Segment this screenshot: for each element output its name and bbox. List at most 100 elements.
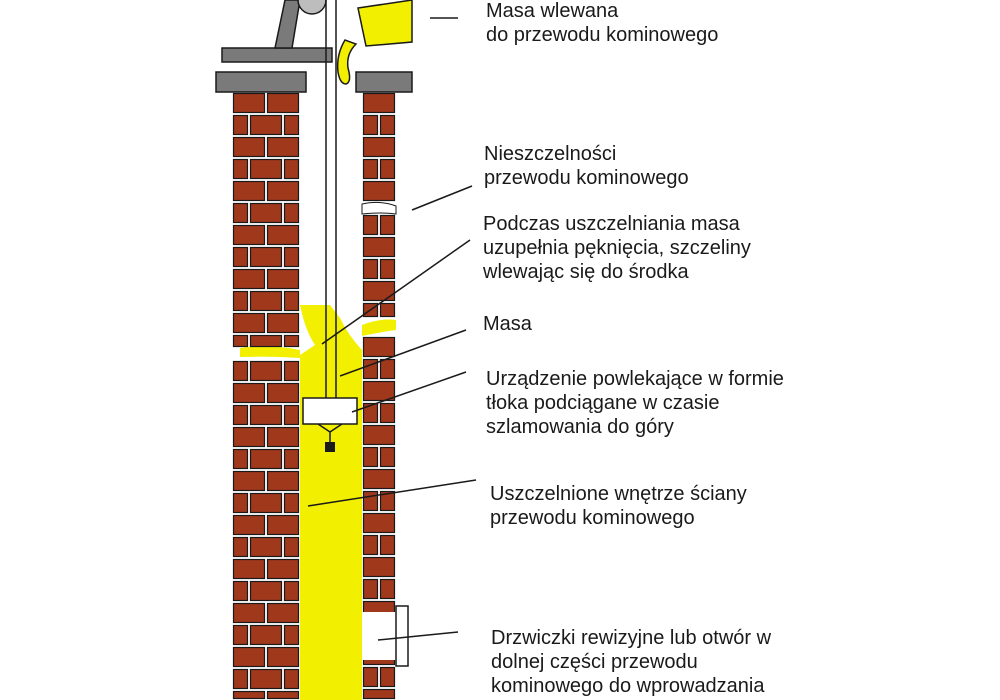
brick <box>232 92 266 114</box>
brick <box>266 470 300 492</box>
weight <box>325 442 335 452</box>
brick <box>379 578 396 600</box>
brick <box>232 202 249 224</box>
brick <box>379 446 396 468</box>
cap-left <box>215 71 307 93</box>
piston <box>302 397 358 425</box>
brick <box>362 280 396 302</box>
brick <box>249 360 283 382</box>
brick <box>232 312 266 334</box>
brick <box>283 290 300 312</box>
brick <box>249 404 283 426</box>
pulley <box>297 0 327 15</box>
brick <box>283 114 300 136</box>
leader-line <box>339 329 467 377</box>
coating-device <box>221 0 413 667</box>
brick <box>362 136 396 158</box>
brick <box>379 258 396 280</box>
brick <box>362 490 379 512</box>
brick <box>232 382 266 404</box>
brick <box>283 624 300 646</box>
brick <box>362 158 379 180</box>
brick <box>232 334 249 348</box>
brick <box>232 246 249 268</box>
brick <box>249 580 283 602</box>
chimney-walls <box>215 71 413 700</box>
brick <box>283 334 300 348</box>
support-base <box>221 47 333 63</box>
brick <box>232 690 266 700</box>
brick <box>266 224 300 246</box>
brick <box>266 558 300 580</box>
brick <box>266 136 300 158</box>
brick <box>283 158 300 180</box>
brick <box>362 402 379 424</box>
brick <box>362 468 396 490</box>
brick <box>379 114 396 136</box>
brick <box>362 424 396 446</box>
brick <box>362 258 379 280</box>
leader-line <box>321 239 471 345</box>
leader-line <box>351 371 467 413</box>
label-uszczelnione: Uszczelnione wnętrze ściany przewodu kom… <box>490 483 747 529</box>
brick <box>232 668 249 690</box>
brick <box>362 336 396 358</box>
brick <box>283 536 300 558</box>
brick <box>379 402 396 424</box>
label-drzwiczki: Drzwiczki rewizyjne lub otwór w dolnej c… <box>491 627 772 697</box>
brick <box>283 360 300 382</box>
brick <box>283 246 300 268</box>
door-opening <box>362 612 396 660</box>
brick <box>362 380 396 402</box>
brick <box>232 470 266 492</box>
brick <box>283 580 300 602</box>
brick <box>379 358 396 380</box>
brick <box>362 666 379 688</box>
brick <box>379 666 396 688</box>
brick <box>232 492 249 514</box>
label-podczas-uszczelniania: Podczas uszczelniania masa uzupełnia pęk… <box>483 213 751 283</box>
brick <box>379 214 396 236</box>
brick <box>232 448 249 470</box>
brick <box>232 514 266 536</box>
leader-line <box>377 631 459 641</box>
brick <box>232 536 249 558</box>
brick <box>232 136 266 158</box>
brick <box>249 448 283 470</box>
brick <box>266 514 300 536</box>
brick <box>249 158 283 180</box>
brick <box>232 158 249 180</box>
brick <box>232 180 266 202</box>
brick <box>266 426 300 448</box>
brick <box>232 404 249 426</box>
brick <box>249 290 283 312</box>
brick <box>362 92 396 114</box>
brick <box>232 624 249 646</box>
brick <box>266 382 300 404</box>
brick <box>266 92 300 114</box>
brick <box>379 534 396 556</box>
brick <box>283 668 300 690</box>
brick <box>249 202 283 224</box>
sealant-crack-left <box>240 346 300 358</box>
brick <box>379 302 396 318</box>
brick <box>232 580 249 602</box>
support-post <box>274 0 301 49</box>
label-masa: Masa <box>483 313 532 335</box>
funnel <box>357 0 413 47</box>
label-urzadzenie: Urządzenie powlekające w formie tłoka po… <box>486 368 784 438</box>
brick <box>249 536 283 558</box>
brick <box>266 646 300 668</box>
brick <box>283 492 300 514</box>
brick <box>362 578 379 600</box>
brick <box>362 114 379 136</box>
brick <box>283 202 300 224</box>
brick <box>266 602 300 624</box>
brick <box>232 360 249 382</box>
crack-upper <box>361 201 397 215</box>
brick <box>232 558 266 580</box>
brick <box>362 180 396 202</box>
leader-lines <box>307 17 477 641</box>
brick <box>362 214 379 236</box>
